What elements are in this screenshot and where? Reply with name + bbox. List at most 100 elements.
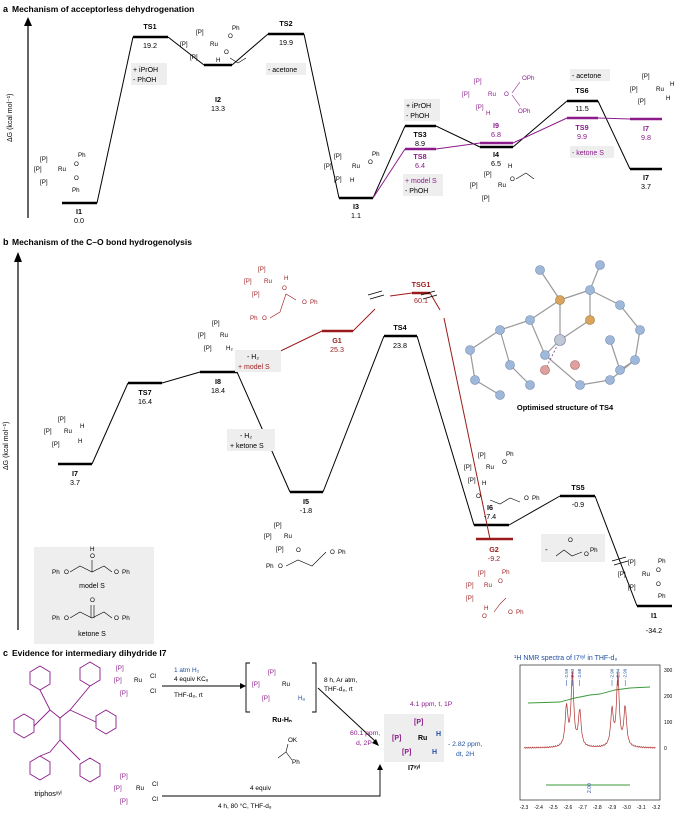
svg-text:[P]: [P] xyxy=(114,677,122,684)
panel-b-black-connectors xyxy=(91,335,638,607)
svg-text:[P]: [P] xyxy=(58,416,66,423)
svg-text:[P]: [P] xyxy=(274,522,282,529)
svg-text:[P]: [P] xyxy=(180,41,188,48)
svg-text:[P]: [P] xyxy=(262,695,270,702)
nmr-x-tick: -2.6 xyxy=(564,805,573,811)
c-potassium-alkoxide: OK Ph xyxy=(277,737,300,766)
a-I4-label: I4 xyxy=(493,150,499,159)
nmr-peak-label: -2.68 xyxy=(577,668,582,679)
a-TS9-value: 9.9 xyxy=(577,132,587,141)
b-note3: - xyxy=(545,545,548,554)
triphos-ligand-drawing xyxy=(13,661,117,783)
svg-text:Ph: Ph xyxy=(292,759,300,766)
nmr-x-tick: -2.7 xyxy=(578,805,587,811)
svg-text:O: O xyxy=(368,159,373,166)
svg-text:Ph: Ph xyxy=(266,563,274,570)
nmr-y-tick: 0 xyxy=(664,746,667,752)
c-arrow1-head xyxy=(240,683,246,689)
nmr-x-tick: -2.4 xyxy=(534,805,543,811)
b-G1-value: 25.3 xyxy=(330,345,344,354)
svg-text:Ru: Ru xyxy=(488,91,496,98)
panel-a-black-connectors xyxy=(96,33,631,204)
svg-text:O: O xyxy=(584,551,589,558)
svg-text:OPh: OPh xyxy=(518,108,531,115)
svg-text:Ph: Ph xyxy=(250,315,258,322)
svg-text:O: O xyxy=(568,537,573,544)
c-arrow3-head xyxy=(377,764,383,770)
a-I3-label: I3 xyxy=(353,202,359,211)
b-substrate-box xyxy=(34,547,154,644)
a-I1-label: I1 xyxy=(76,207,82,216)
svg-text:Ru: Ru xyxy=(642,571,650,578)
b-model-s-label: model S xyxy=(79,583,105,590)
panel-c: c Evidence for intermediary dihydride I7… xyxy=(3,648,673,811)
panel-a: a Mechanism of acceptorless dehydrogenat… xyxy=(3,4,674,225)
b-I6-label: I6 xyxy=(487,503,493,512)
c-cond1c: THF-d₈, rt xyxy=(174,692,203,699)
a-note1-box xyxy=(131,63,167,85)
svg-text:H: H xyxy=(670,81,674,88)
svg-text:Cl: Cl xyxy=(150,673,156,680)
nmr-x-tick: -2.5 xyxy=(549,805,558,811)
c-precursor-top: [P][P][P] xyxy=(114,665,128,697)
svg-text:[P]: [P] xyxy=(482,195,490,202)
c-ruhn-label: Ru-Hₙ xyxy=(272,717,292,724)
svg-text:O: O xyxy=(296,547,301,554)
nmr-peak-label: -2.59 xyxy=(564,668,569,679)
b-TSG1-value: 60.1 xyxy=(414,296,428,305)
a-TS1-label: TS1 xyxy=(143,22,156,31)
svg-text:[P]: [P] xyxy=(212,320,220,327)
svg-text:Ru: Ru xyxy=(58,166,66,173)
svg-text:Ru: Ru xyxy=(352,163,360,170)
b-note1a: - H₂ xyxy=(247,354,259,361)
a-note4-box xyxy=(403,174,443,196)
svg-text:O: O xyxy=(504,91,509,98)
panel-b-red-levels xyxy=(322,291,513,541)
panel-b-ylabel: ΔG (kcal mol⁻¹) xyxy=(3,422,10,470)
svg-text:OPh: OPh xyxy=(522,75,535,82)
nmr-frame xyxy=(519,664,661,801)
c-shift1: 4.1 ppm, t, 1P xyxy=(410,701,453,708)
triphos-label: triphosˣʸˡ xyxy=(34,789,61,798)
c-shift3a: - 2.82 ppm, xyxy=(448,741,482,748)
svg-text:O: O xyxy=(64,569,69,576)
a-I7b-label: I7 xyxy=(643,173,649,182)
panel-a-black-levels xyxy=(62,32,662,205)
svg-text:H: H xyxy=(666,95,670,102)
a-note3b: - PhOH xyxy=(406,113,429,120)
svg-text:[P]: [P] xyxy=(630,86,638,93)
nmr-x-ticks: -2.3-2.4-2.5-2.6-2.7-2.8-2.9-3.0-3.1-3.2 xyxy=(520,805,661,811)
nmr-x-tick: -2.8 xyxy=(593,805,602,811)
a-TS2-value: 19.9 xyxy=(279,38,293,47)
panel-b-red-connectors xyxy=(236,292,491,540)
svg-text:H: H xyxy=(90,546,95,553)
b-I8-value: 18.4 xyxy=(211,386,225,395)
a-I7-value: 9.8 xyxy=(641,133,651,142)
svg-text:Ru: Ru xyxy=(264,278,272,285)
a-I4-value: 6.5 xyxy=(491,159,501,168)
ts4-optimised-structure: Optimised structure of TS4 xyxy=(465,260,645,412)
nmr-x-tick: -3.0 xyxy=(622,805,631,811)
svg-text:O: O xyxy=(482,613,487,620)
svg-text:[P]: [P] xyxy=(478,570,486,577)
panel-b-axis-breaks xyxy=(367,290,629,566)
svg-text:[P]: [P] xyxy=(638,98,646,105)
svg-text:[P]: [P] xyxy=(44,428,52,435)
nmr-title: ¹H NMR spectra of I7ˣʸˡ in THF-d₈ xyxy=(514,655,617,662)
b-I6-value: -7.4 xyxy=(484,512,496,521)
c-product-h2: H xyxy=(432,749,437,756)
c-precursor-bottom: [P][P][P] xyxy=(114,773,128,805)
b-note1-box xyxy=(235,350,281,372)
c-arrow2-head xyxy=(372,739,379,746)
svg-text:O: O xyxy=(64,615,69,622)
svg-text:[P]: [P] xyxy=(476,104,484,111)
svg-text:Ru: Ru xyxy=(498,182,506,189)
svg-text:O: O xyxy=(302,299,307,306)
